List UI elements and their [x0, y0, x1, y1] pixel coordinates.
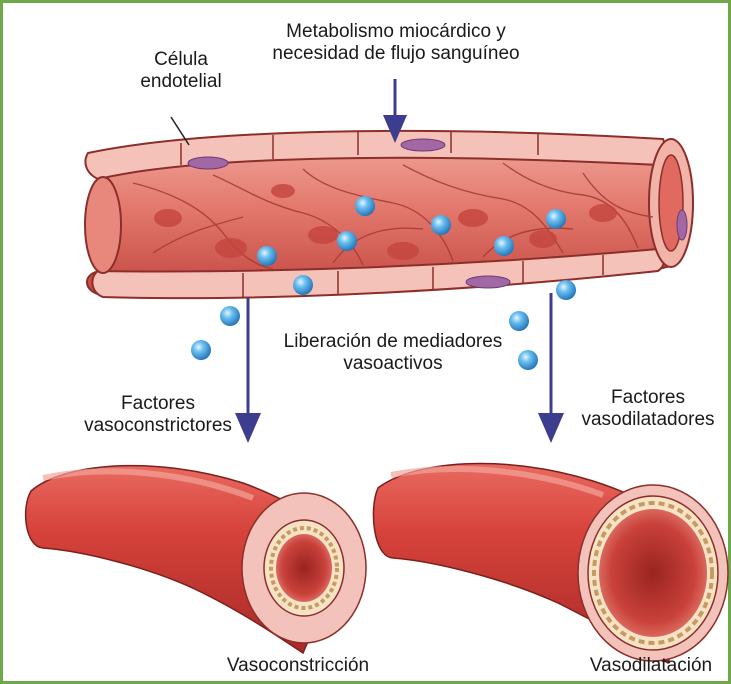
vasodilator-factors-label-line1: Factores: [563, 387, 731, 409]
vasodilator-factors-label: Factores vasodilatadores: [563, 387, 731, 431]
metabolism-label: Metabolismo miocárdico y necesidad de fl…: [261, 21, 531, 65]
endothelial-cell-label-line2: endotelial: [121, 71, 241, 93]
mediators-label-line1: Liberación de mediadores: [251, 331, 535, 353]
mediator-dot: [337, 231, 357, 251]
vasoconstrictor-factors-label-line2: vasoconstrictores: [73, 415, 243, 437]
vasoconstrictor-factors-label-line1: Factores: [73, 393, 243, 415]
endothelial-vessel: [85, 117, 693, 298]
mediators-label-line2: vasoactivos: [251, 353, 535, 375]
mediator-dot: [494, 236, 514, 256]
mediator-dot: [546, 209, 566, 229]
mediators-label: Liberación de mediadores vasoactivos: [251, 331, 535, 375]
vasodilator-factors-label-line2: vasodilatadores: [563, 409, 731, 431]
mediator-dot: [509, 311, 529, 331]
mediator-dot: [191, 340, 211, 360]
mediator-dot: [257, 246, 277, 266]
mediator-dot: [355, 196, 375, 216]
metabolism-label-line1: Metabolismo miocárdico y: [261, 21, 531, 43]
mediator-dot: [431, 215, 451, 235]
dilated-vessel: [373, 463, 728, 663]
metabolism-label-line2: necesidad de flujo sanguíneo: [261, 43, 531, 65]
vasoconstrictor-factors-label: Factores vasoconstrictores: [73, 393, 243, 437]
vasoconstriction-label: Vasoconstricción: [203, 655, 393, 677]
mediator-dot: [293, 275, 313, 295]
constricted-vessel: [26, 466, 366, 653]
endothelial-cell-label-line1: Célula: [121, 49, 241, 71]
vasodilation-label: Vasodilatación: [571, 655, 731, 677]
endothelial-cell-label: Célula endotelial: [121, 49, 241, 93]
mediator-dot: [220, 306, 240, 326]
mediator-dot: [556, 280, 576, 300]
